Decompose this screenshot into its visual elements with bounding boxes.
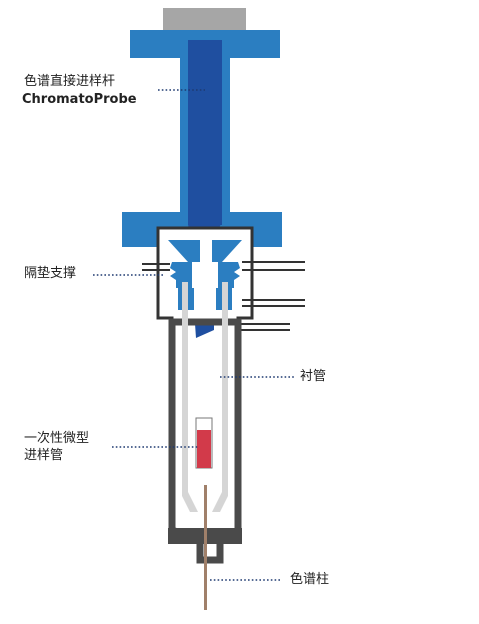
label-micro-vial-2: 进样管 — [24, 448, 64, 463]
gas-lines — [142, 261, 305, 331]
micro-vial — [195, 417, 213, 469]
label-probe-cn: 色谱直接进样杆 — [24, 74, 116, 89]
label-liner: 衬管 — [300, 369, 327, 384]
label-septum-support: 隔垫支撑 — [24, 266, 77, 281]
septum-support-head — [156, 226, 254, 324]
label-probe-en: ChromatoProbe — [22, 92, 137, 107]
liner — [182, 282, 228, 512]
leader-lines — [93, 89, 294, 581]
gc-column — [204, 485, 207, 610]
label-micro-vial-1: 一次性微型 — [24, 431, 90, 446]
label-column: 色谱柱 — [290, 572, 330, 587]
